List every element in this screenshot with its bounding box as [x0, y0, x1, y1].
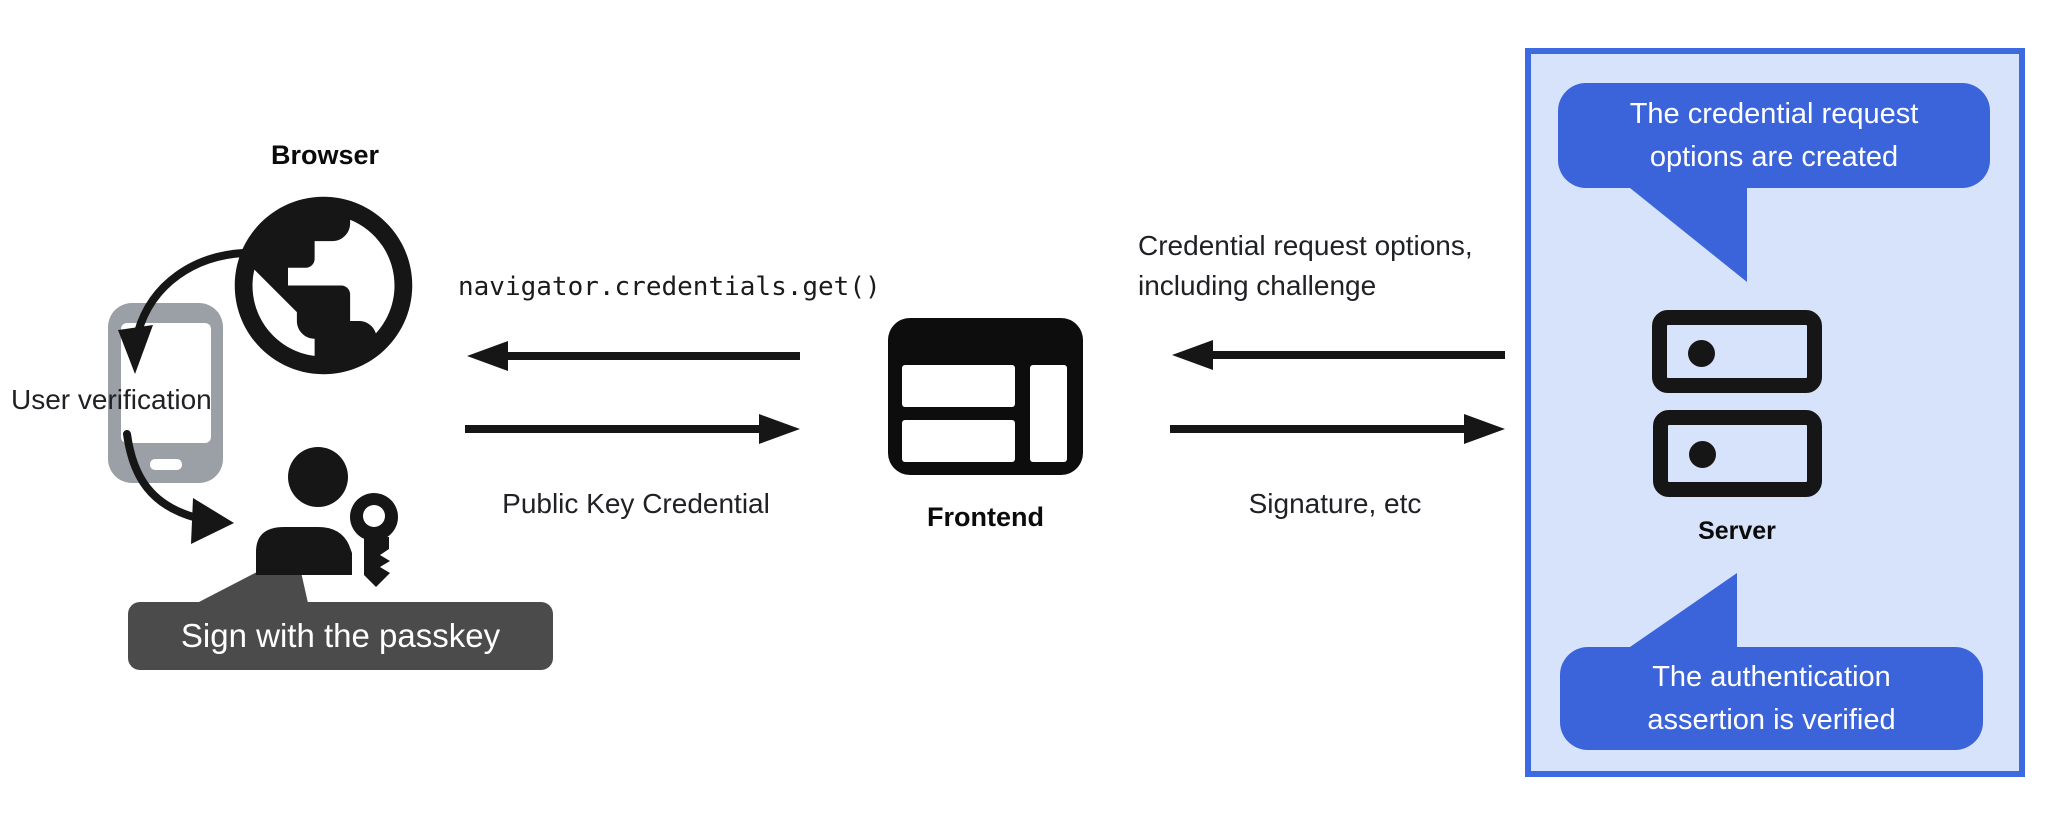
person-torso-icon [256, 527, 352, 575]
key-icon [350, 493, 398, 587]
callout-credential-request-created: The credential request options are creat… [1558, 83, 1990, 188]
server-node-label: Server [1698, 517, 1776, 545]
user-passkey-icon [256, 447, 398, 587]
arrow-server-to-frontend [1172, 340, 1505, 370]
server-panel: The credential request options are creat… [1525, 48, 2025, 777]
smartphone-home-bar [150, 459, 182, 470]
callout-tails [1630, 188, 1747, 647]
callout-tail-bottom [1630, 573, 1737, 647]
signature-label: Signature, etc [1248, 488, 1422, 519]
sign-with-passkey-tooltip: Sign with the passkey [128, 602, 553, 670]
server-icon [1652, 310, 1822, 393]
server-led-icon [1688, 340, 1715, 367]
tooltip-pointer [197, 572, 308, 603]
arrowhead-right-icon [1464, 414, 1505, 444]
person-head-icon [288, 447, 348, 507]
arrowhead-left-icon [1172, 340, 1213, 370]
sign-with-passkey-label: Sign with the passkey [180, 617, 501, 654]
api-call-label: navigator.credentials.get() [458, 272, 881, 302]
arrow-browser-to-frontend [465, 414, 800, 444]
public-key-credential-label: Public Key Credential [502, 488, 770, 519]
callout-assertion-verified: The authentication assertion is verified [1560, 647, 1983, 750]
arrow-frontend-to-server [1170, 414, 1505, 444]
callout-tail-top [1630, 188, 1747, 282]
web-window-icon [888, 318, 1083, 475]
server-icon [1653, 410, 1822, 497]
arrowhead-right-icon [759, 414, 800, 444]
arrowhead-left-icon [467, 341, 508, 371]
browser-node-label: Browser [270, 140, 380, 170]
arrow-frontend-to-browser [467, 341, 800, 371]
user-verification-label: User verification [11, 384, 212, 415]
credential-request-options-label: Credential request options, including ch… [1138, 230, 1473, 301]
globe-icon [234, 196, 413, 375]
server-led-icon [1689, 441, 1716, 468]
frontend-node-label: Frontend [927, 502, 1044, 532]
